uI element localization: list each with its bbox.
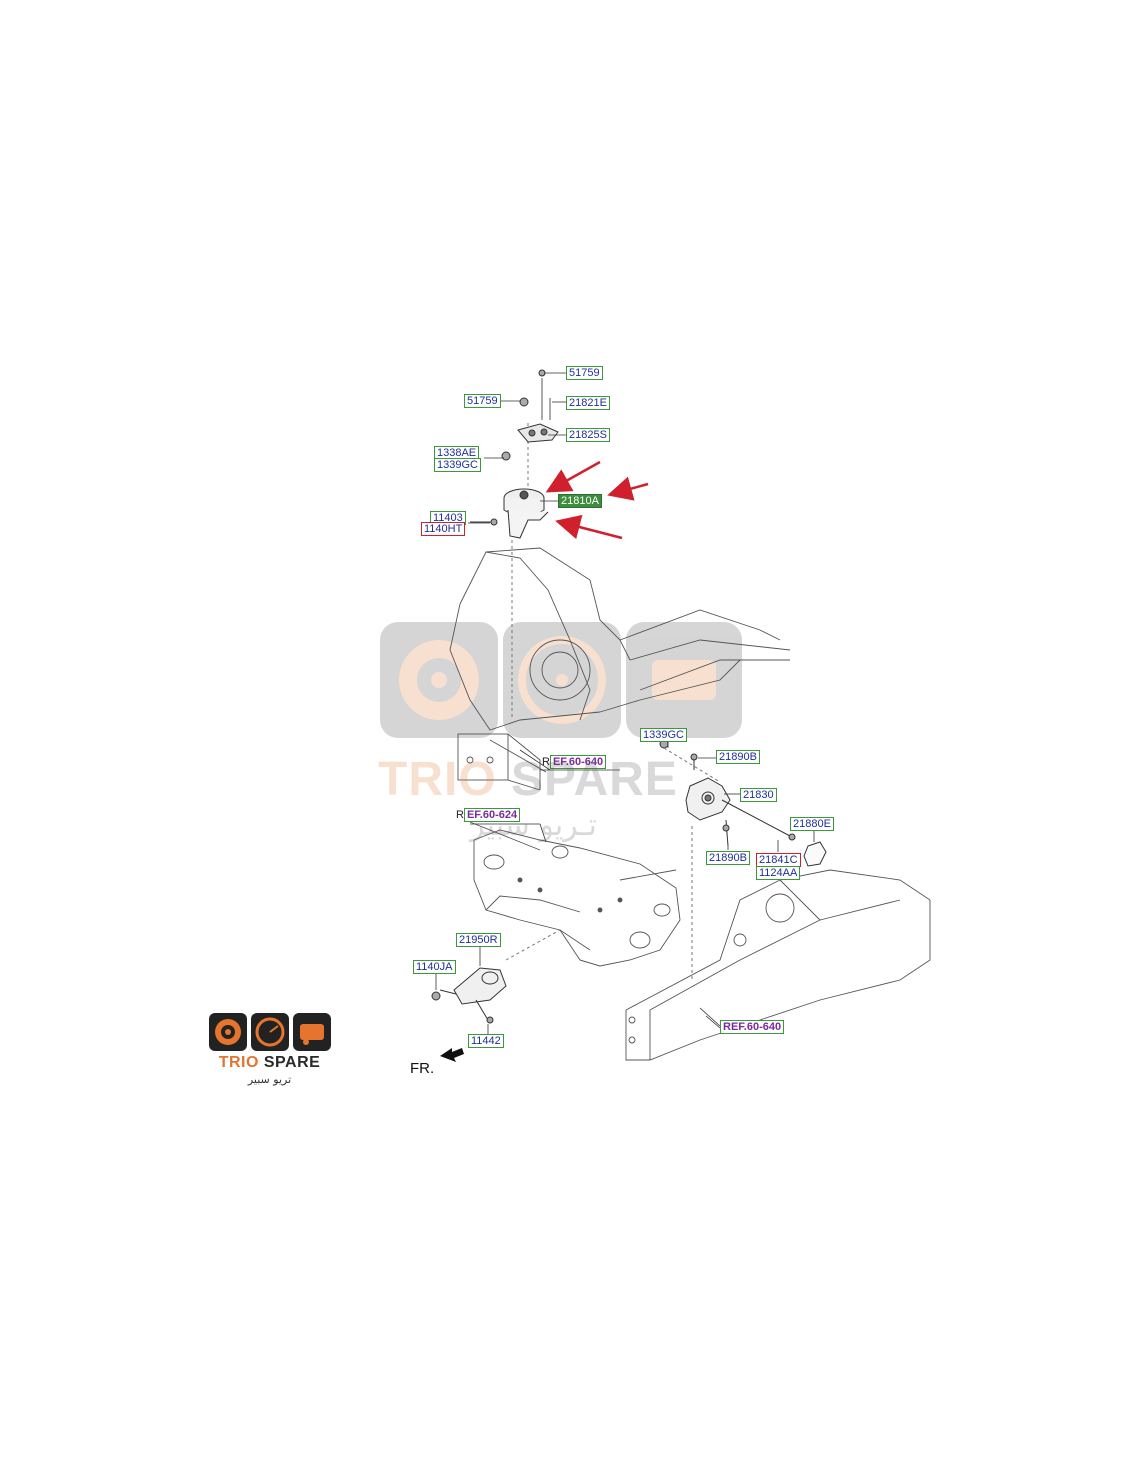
part-label-21821e[interactable]: 21821E — [566, 396, 610, 410]
part-label-21825s[interactable]: 21825S — [566, 428, 610, 442]
front-side-member-upper — [449, 547, 791, 791]
part-label-21810a-highlighted[interactable]: 21810A — [558, 494, 602, 508]
watermark-title-part-b: SPARE — [496, 753, 678, 806]
part-label-21950r[interactable]: 21950R — [456, 933, 501, 947]
reference-code: EF.60-624 — [463, 808, 521, 822]
part-label-21841c[interactable]: 21841C — [756, 853, 801, 867]
trio-spare-logo-icon — [209, 1013, 331, 1051]
part-label-21830[interactable]: 21830 — [740, 788, 777, 802]
leader-lines — [435, 372, 815, 1034]
part-label-21890b-top[interactable]: 21890B — [716, 750, 760, 764]
watermark-title-part-a: TRIO — [378, 753, 497, 806]
part-label-1140ht[interactable]: 1140HT — [421, 522, 466, 536]
watermark-arabic: تـريو سبير — [470, 808, 597, 843]
reference-code: EF.60-640 — [549, 755, 607, 769]
watermark-logo-icon — [380, 622, 742, 738]
transmission-mount-assembly — [663, 747, 827, 980]
part-label-21890b-bottom[interactable]: 21890B — [706, 851, 750, 865]
reference-label-60-640-lower[interactable]: REF.60-640 — [720, 1020, 785, 1034]
part-label-11442[interactable]: 11442 — [468, 1034, 504, 1048]
logo-title: TRIO SPARE — [207, 1054, 332, 1072]
red-indicator-arrows — [545, 460, 649, 540]
part-label-51759-left[interactable]: 51759 — [464, 394, 501, 408]
part-label-21880e[interactable]: 21880E — [790, 817, 834, 831]
reference-prefix: R — [456, 809, 464, 821]
part-label-51759-top[interactable]: 51759 — [566, 366, 603, 380]
brand-logo: TRIO SPARE تريو سبير — [207, 1010, 332, 1090]
logo-title-part-b: SPARE — [258, 1054, 321, 1071]
front-subframe — [469, 821, 681, 967]
roll-rod-mount — [431, 929, 561, 1024]
upper-mount-assembly — [470, 369, 669, 749]
front-direction-label: FR. — [410, 1060, 435, 1077]
part-label-1140ja[interactable]: 1140JA — [413, 960, 456, 974]
part-label-1339gc-right[interactable]: 1339GC — [640, 728, 687, 742]
part-label-1124aa[interactable]: 1124AA — [756, 866, 801, 880]
reference-prefix: R — [542, 756, 550, 768]
watermark-title: TRIO SPARE — [378, 752, 678, 807]
reference-code: REF.60-640 — [720, 1020, 785, 1034]
front-direction-arrow-icon — [440, 1048, 464, 1062]
part-label-1339gc[interactable]: 1339GC — [434, 458, 481, 472]
logo-title-part-a: TRIO — [218, 1054, 259, 1071]
logo-arabic: تريو سبير — [247, 1073, 292, 1086]
